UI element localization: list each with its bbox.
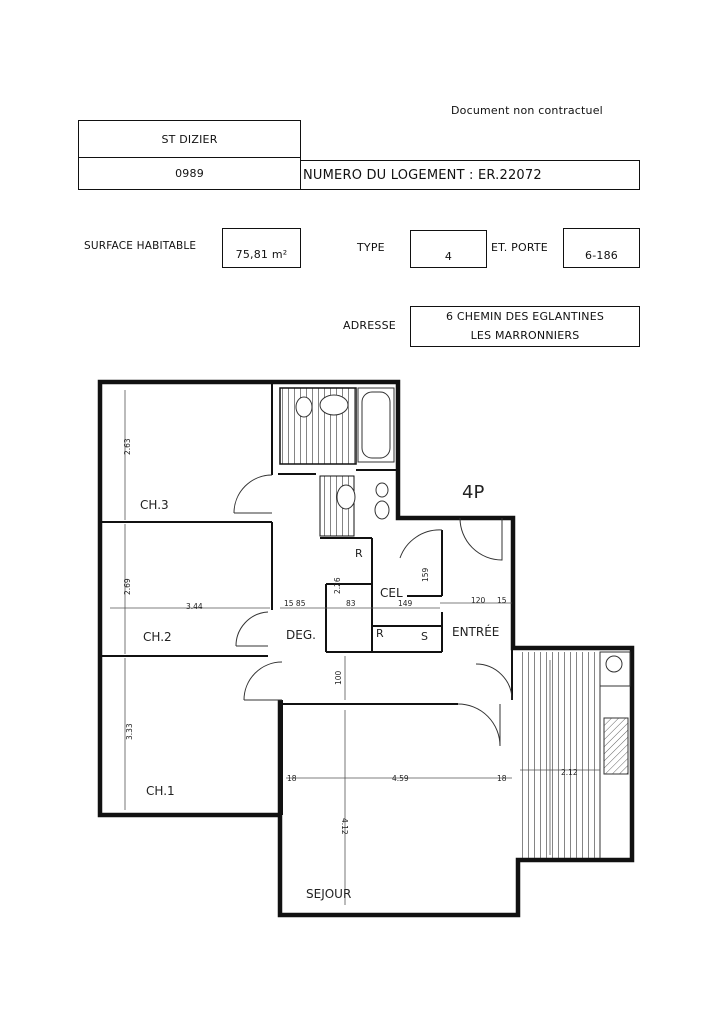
room-label-ch1: CH.1 [146,784,175,798]
door-swings [233,474,513,747]
dim-deg: 15 85 [284,599,306,608]
logement-cell: NUMERO DU LOGEMENT : ER.22072 [300,160,640,190]
room-label-cel: CEL [380,586,403,600]
label-r-lower: R [376,627,384,640]
room-label-deg: DEG. [286,628,316,642]
disclaimer-text: Document non contractuel [451,104,603,117]
adresse-label: ADRESSE [343,319,396,332]
dim-cel: 149 [398,599,413,608]
porte-label: ET. PORTE [491,241,548,254]
room-label-ch2: CH.2 [143,630,172,644]
dim-entree-wall: 15 [497,596,507,605]
room-label-sejour: SEJOUR [306,887,351,901]
dim-kitchen: 2.12 [561,768,578,777]
dim-wc: 2.26 [333,577,342,594]
type-label: TYPE [357,241,385,254]
room-label-entree: ENTRÉE [452,624,499,639]
label-r-upper: R [355,547,363,560]
type-box: 4 [410,230,487,268]
dim-ch1-width: 3.33 [125,723,134,740]
dim-entree: 120 [471,596,486,605]
porte-box: 6-186 [563,228,640,268]
room-label-ch3: CH.3 [140,498,169,512]
dim-cel-left: 83 [346,599,356,608]
adresse-line2: LES MARRONNIERS [470,329,580,342]
surface-value: 75,81 m² [235,247,288,261]
code-value: 0989 [175,167,204,180]
plan-title: 4P [462,482,484,503]
dim-ch2-length: 3.44 [186,602,203,611]
surface-box: 75,81 m² [222,228,301,268]
dim-ch2-width: 2.69 [123,578,132,595]
adresse-box: 6 CHEMIN DES EGLANTINES LES MARRONNIERS [410,306,640,347]
type-value: 4 [444,249,453,263]
kitchen [518,651,631,858]
dim-sejour-right: 18 [497,774,507,783]
city-value: ST DIZIER [161,132,218,146]
dim-cel-height: 159 [421,567,430,582]
outer-walls [97,379,635,918]
label-s: S [421,630,428,643]
dim-ch3-width: 2.63 [123,438,132,455]
dimension-lines [110,390,600,905]
adresse-line1: 6 CHEMIN DES EGLANTINES [445,310,605,323]
dim-sejour-height: 4.12 [340,818,349,835]
dim-sejour-length: 4.59 [392,774,409,783]
bathroom-fixtures [279,387,395,537]
dim-deg-height: 100 [334,670,343,685]
surface-label: SURFACE HABITABLE [84,240,197,252]
logement-number: NUMERO DU LOGEMENT : ER.22072 [303,168,542,183]
dimension-values: 2.63 2.69 3.44 15 85 83 2.26 149 159 120… [123,438,578,835]
dim-sejour-left: 18 [287,774,297,783]
inner-walls [102,384,513,815]
porte-value: 6-186 [585,248,618,262]
